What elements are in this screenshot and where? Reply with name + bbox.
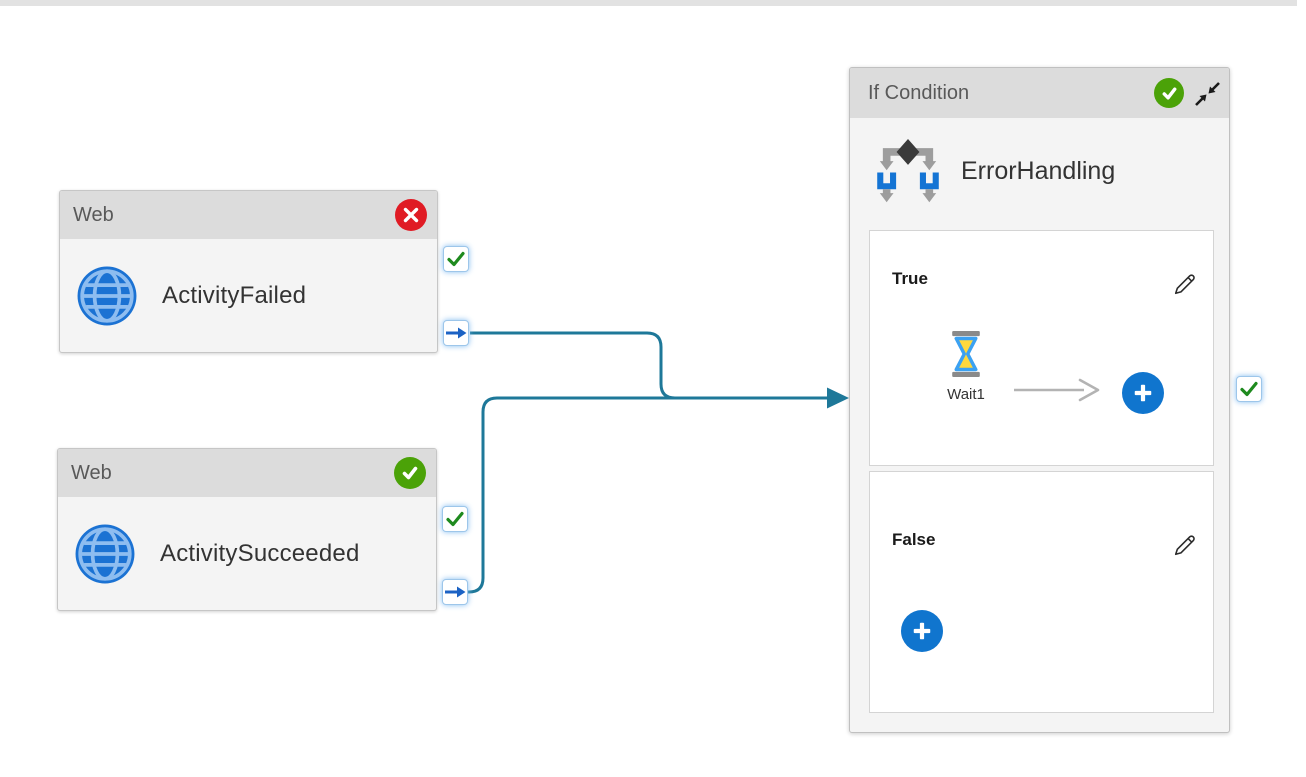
activity-name: ActivityFailed (162, 281, 307, 309)
collapse-icon[interactable] (1194, 80, 1221, 107)
success-port-failed-activity[interactable] (443, 246, 469, 272)
activity-card-header: Web (60, 191, 437, 239)
edit-false-branch-button[interactable] (1171, 532, 1198, 562)
pencil-icon (1174, 535, 1195, 556)
activity-card-header: Web (58, 449, 436, 497)
wait-hourglass-icon (952, 331, 980, 377)
arrow-right-icon (446, 327, 467, 339)
activity-card-body: ActivityFailed (60, 239, 437, 352)
status-failed-icon (395, 199, 427, 231)
status-succeeded-icon (394, 457, 426, 489)
false-branch-panel: False (869, 471, 1214, 713)
if-condition-title-row: ErrorHandling (850, 118, 1229, 203)
if-condition-icon (877, 139, 939, 203)
if-condition-type-label: If Condition (868, 81, 970, 104)
connector-succeeded-to-if[interactable] (465, 396, 830, 594)
activity-card-web-succeeded[interactable]: Web ActivitySucceeded (57, 448, 437, 611)
next-activity-arrow-icon (1014, 378, 1100, 402)
edit-true-branch-button[interactable] (1171, 271, 1198, 301)
success-port-succeeded-activity[interactable] (442, 506, 468, 532)
add-icon (913, 622, 931, 640)
activity-type-label: Web (71, 461, 112, 484)
connector-arrowhead-icon (827, 387, 849, 409)
check-icon (1240, 381, 1258, 397)
activity-name: ActivitySucceeded (160, 539, 360, 567)
if-condition-name: ErrorHandling (961, 156, 1116, 185)
false-branch-label: False (892, 530, 936, 549)
if-condition-header: If Condition (850, 68, 1229, 118)
activity-card-body: ActivitySucceeded (58, 497, 436, 610)
arrow-right-icon (445, 586, 466, 598)
activity-type-label: Web (73, 203, 114, 226)
web-globe-icon (77, 266, 137, 325)
activity-card-web-failed[interactable]: Web ActivityFailed (59, 190, 438, 353)
wait-activity[interactable]: Wait1 (920, 331, 1012, 403)
output-port-succeeded-activity[interactable] (442, 579, 468, 605)
true-branch-panel: True Wait1 (869, 230, 1214, 466)
add-icon (1134, 384, 1152, 402)
success-port-if-condition[interactable] (1236, 376, 1262, 402)
pencil-icon (1174, 274, 1195, 295)
check-icon (447, 251, 465, 267)
top-bar (0, 0, 1297, 6)
status-succeeded-icon (1154, 78, 1184, 108)
if-condition-card[interactable]: If Condition ErrorHandling True (849, 67, 1230, 733)
add-activity-true-button[interactable] (1122, 372, 1164, 414)
connector-failed-to-if[interactable] (470, 331, 830, 400)
add-activity-false-button[interactable] (901, 610, 943, 652)
wait-activity-name: Wait1 (947, 386, 985, 403)
true-branch-label: True (892, 269, 928, 288)
output-port-failed-activity[interactable] (443, 320, 469, 346)
web-globe-icon (75, 524, 135, 583)
check-icon (446, 511, 464, 527)
